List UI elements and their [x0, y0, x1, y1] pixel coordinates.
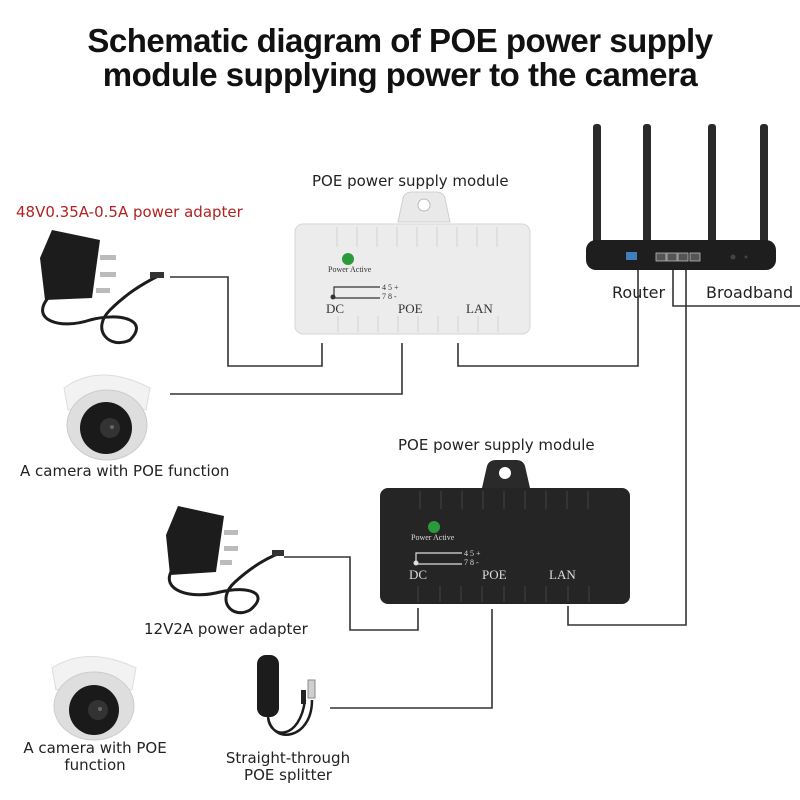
module-2-led-label: Power Active: [411, 533, 455, 542]
line-module2-lan-to-router: [567, 266, 687, 626]
mounting-hole: [499, 467, 511, 479]
dc-polarity-icon: [413, 560, 419, 566]
router-wan-port: [689, 252, 701, 262]
splitter-label-line-2: POE splitter: [244, 766, 332, 784]
module-1-label: POE power supply module: [312, 172, 509, 190]
adapter-1-label: 48V0.35A-0.5A power adapter: [16, 203, 243, 221]
title-line-2: module supplying power to the camera: [102, 56, 698, 93]
splitter-cable: [266, 699, 314, 736]
power-led-icon: [342, 253, 354, 265]
router-lan-port: [677, 252, 689, 262]
antenna: [760, 124, 768, 260]
pin-label-top: 4 5 +: [464, 549, 481, 558]
module-2-port-lan: LAN: [549, 567, 576, 582]
line-camera1-to-poe: [170, 343, 403, 395]
line-router-to-broadband: [672, 266, 800, 307]
router-port-blue: [626, 252, 637, 260]
diagram-title: Schematic diagram of POE power supply mo…: [0, 24, 800, 92]
module-1-pin-labels: 4 5 + 7 8 -: [382, 283, 399, 301]
camera-2-label: A camera with POE function: [20, 740, 170, 774]
module-2-pin-labels: 4 5 + 7 8 -: [464, 549, 481, 567]
mounting-hole: [417, 198, 431, 212]
title-line-1: Schematic diagram of POE power supply: [87, 22, 713, 59]
module-body: [294, 223, 531, 335]
camera-2-label-line-2: function: [64, 756, 126, 774]
module-1-port-lan: LAN: [466, 301, 493, 316]
router-label: Router: [612, 283, 666, 302]
pin-label-top: 4 5 +: [382, 283, 399, 292]
line-splitter-to-poe: [330, 609, 493, 709]
adapter-cable: [168, 551, 281, 615]
splitter-body: [257, 655, 279, 717]
router-lan-port: [666, 252, 678, 262]
module-2-port-poe: POE: [482, 567, 507, 582]
adapter-2-label: 12V2A power adapter: [144, 620, 308, 638]
line-module1-lan-to-router: [457, 266, 639, 367]
adapter-body: [40, 230, 100, 300]
line-12v-adapter-to-dc: [284, 556, 419, 631]
rj45-plug: [307, 679, 316, 699]
module-body: [380, 488, 630, 604]
splitter-label: Straight-through POE splitter: [218, 750, 358, 784]
antenna: [593, 124, 601, 260]
router-lan-port: [655, 252, 667, 262]
module-2-port-dc: DC: [409, 567, 428, 582]
module-1-port-dc: DC: [326, 301, 345, 316]
power-led-icon: [428, 521, 440, 533]
splitter-label-line-1: Straight-through: [225, 749, 351, 767]
camera-2-label-line-1: A camera with POE: [23, 739, 167, 757]
adapter-body: [166, 506, 224, 575]
module-1-led-label: Power Active: [328, 265, 372, 274]
pin-label-bottom: 7 8 -: [382, 292, 397, 301]
module-1-port-poe: POE: [398, 301, 423, 316]
broadband-label: Broadband: [706, 283, 794, 302]
dc-polarity-icon: [330, 294, 336, 300]
adapter-cable: [41, 273, 161, 345]
line-48v-adapter-to-dc: [170, 276, 323, 367]
antenna: [643, 124, 651, 260]
dc-plug: [301, 690, 306, 704]
pin-label-bottom: 7 8 -: [464, 558, 479, 567]
module-2-label: POE power supply module: [398, 436, 595, 454]
camera-1-label: A camera with POE function: [20, 462, 230, 480]
antenna: [708, 124, 716, 260]
